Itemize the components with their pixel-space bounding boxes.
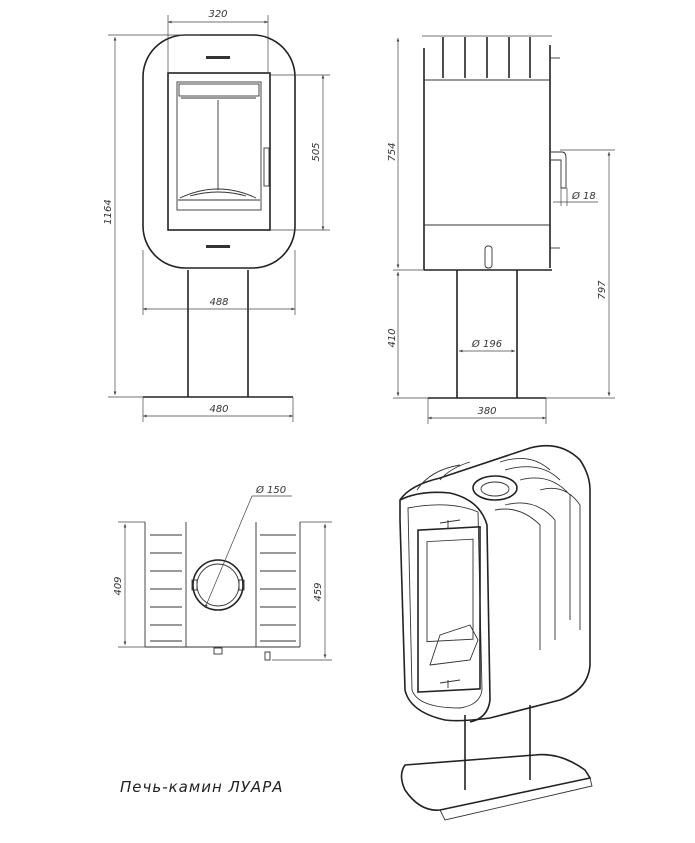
dim-body-depth: 409 <box>113 576 124 595</box>
isometric-view <box>399 444 593 821</box>
dim-door-height: 505 <box>311 142 322 161</box>
front-body <box>142 34 296 269</box>
side-fins <box>442 37 531 78</box>
dim-outlet-height: 797 <box>597 280 608 300</box>
top-view: 409 459 Ø 150 <box>113 484 332 661</box>
dim-body-height: 754 <box>387 142 398 161</box>
dim-base-width: 480 <box>209 404 228 415</box>
front-view: 320 505 1164 488 480 <box>103 9 330 422</box>
dim-total-depth: 459 <box>313 582 324 601</box>
front-door <box>167 72 271 231</box>
drawing-title: Печь-камин ЛУАРА <box>120 778 284 796</box>
dim-base-depth: 380 <box>477 406 496 417</box>
iso-base <box>400 753 592 811</box>
dim-total-height: 1164 <box>103 199 114 224</box>
dim-door-width: 320 <box>208 9 227 20</box>
dim-pedestal-diameter: Ø 196 <box>471 338 502 350</box>
dim-body-width: 488 <box>209 297 228 308</box>
door-handle <box>263 147 270 187</box>
front-glass <box>176 81 262 211</box>
top-fins <box>150 534 296 642</box>
flue-outlet <box>192 559 244 611</box>
dim-pedestal-height: 410 <box>387 328 398 347</box>
dim-flue-diameter: Ø 150 <box>255 484 286 496</box>
side-pipe <box>551 151 567 189</box>
iso-door <box>417 526 481 693</box>
dim-pipe-diameter: Ø 18 <box>571 190 596 202</box>
side-view: 754 410 797 Ø 18 Ø 196 380 <box>387 35 615 424</box>
